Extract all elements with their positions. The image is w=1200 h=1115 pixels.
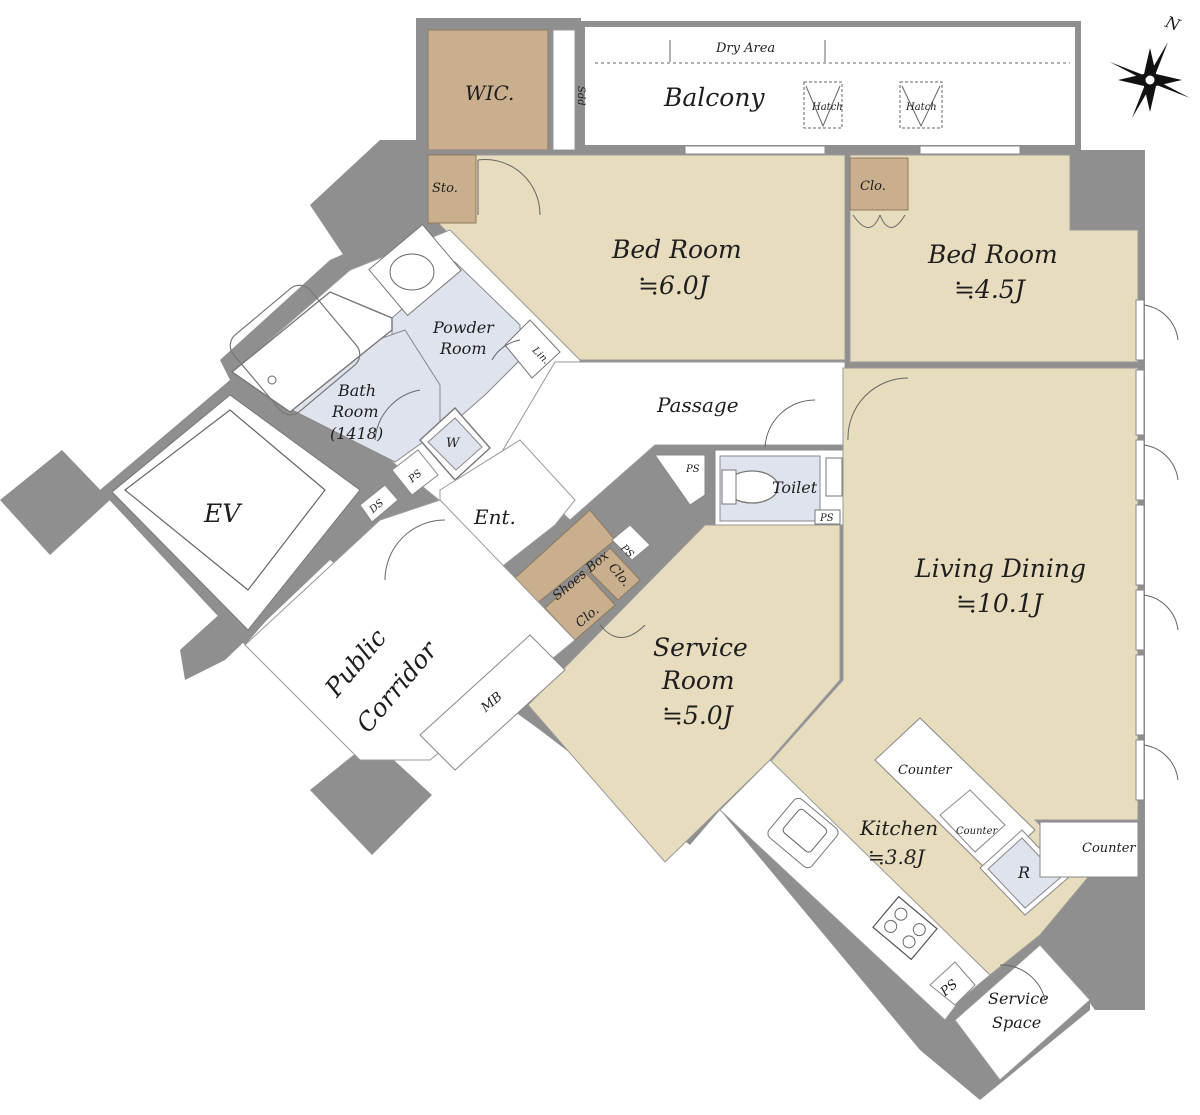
label-kitchen-name: Kitchen: [859, 816, 938, 840]
label-refrigerator: R: [1017, 863, 1030, 882]
sink-counter: [368, 223, 462, 317]
hatch-right: [899, 81, 943, 129]
label-living-name: Living Dining: [914, 554, 1086, 583]
counter-small: [939, 789, 1006, 853]
linen-closet: [504, 319, 561, 379]
ds-box: [359, 484, 399, 523]
bed-room-2: [849, 154, 1139, 363]
balcony: [579, 21, 1081, 151]
clo-entry-2: [587, 547, 641, 601]
label-counter-small: Counter: [956, 826, 998, 837]
north-label: N: [1162, 12, 1184, 35]
label-counter-island: Counter: [898, 763, 952, 778]
label-toilet: Toilet: [772, 478, 818, 497]
label-clo-bed2: Clo.: [860, 179, 886, 194]
windows-right: [1135, 299, 1179, 801]
windows-top: [684, 145, 1021, 155]
label-hatch-1: Hatch: [811, 102, 843, 113]
label-bath-1: Bath: [337, 381, 376, 400]
label-ps-entry: PS: [685, 464, 700, 475]
label-balcony: Balcony: [663, 83, 765, 112]
door-swings: [374, 159, 1046, 1001]
wash-basin: [389, 253, 435, 291]
label-bath-3: (1418): [330, 424, 383, 443]
gas-stove: [872, 895, 938, 961]
label-service-space-1: Service: [988, 989, 1049, 1008]
mb-box: [419, 634, 566, 771]
ps-box-bath: [391, 449, 439, 496]
ps-box-entry: [654, 454, 706, 506]
label-ev: EV: [203, 499, 243, 528]
north-compass-icon: [1110, 42, 1190, 118]
label-washer: W: [446, 436, 461, 451]
kitchen-sink: [767, 797, 839, 869]
label-passage: Passage: [656, 393, 739, 417]
label-powder-2: Room: [439, 339, 486, 358]
ps-box-shoe: [611, 524, 651, 561]
label-living-size: ≒10.1J: [956, 589, 1045, 618]
label-counter-corner: Counter: [1082, 841, 1136, 856]
sdd-space: [552, 29, 576, 151]
label-sdd: Sdd: [575, 86, 586, 106]
ps-box-kitchen: [929, 961, 976, 1006]
label-service-space-2: Space: [992, 1013, 1041, 1032]
counter-corner: [1039, 821, 1139, 878]
service-space: [954, 944, 1091, 1081]
label-bed1-size: ≒6.0J: [638, 271, 711, 300]
label-powder-1: Powder: [432, 318, 495, 337]
label-entrance: Ent.: [473, 505, 516, 529]
clo-bed2: [849, 157, 909, 211]
label-dry-area: Dry Area: [715, 41, 775, 56]
label-bath-2: Room: [331, 402, 378, 421]
label-bed2-name: Bed Room: [927, 240, 1058, 269]
bathtub: [230, 291, 393, 413]
label-ps-toilet: PS: [819, 513, 834, 524]
label-bed2-size: ≒4.5J: [954, 275, 1027, 304]
sto: [427, 154, 477, 224]
label-wic: WIC.: [465, 81, 514, 105]
hatch-left: [803, 81, 843, 129]
label-service-1: Service: [653, 633, 748, 662]
ev-shaft: [111, 394, 361, 631]
label-kitchen-size: ≒3.8J: [868, 845, 926, 869]
label-hatch-2: Hatch: [905, 102, 937, 113]
label-service-size: ≒5.0J: [662, 701, 735, 730]
label-service-2: Room: [661, 666, 735, 695]
label-sto: Sto.: [432, 181, 458, 196]
service-room: [527, 524, 841, 863]
label-bed1-name: Bed Room: [611, 235, 742, 264]
